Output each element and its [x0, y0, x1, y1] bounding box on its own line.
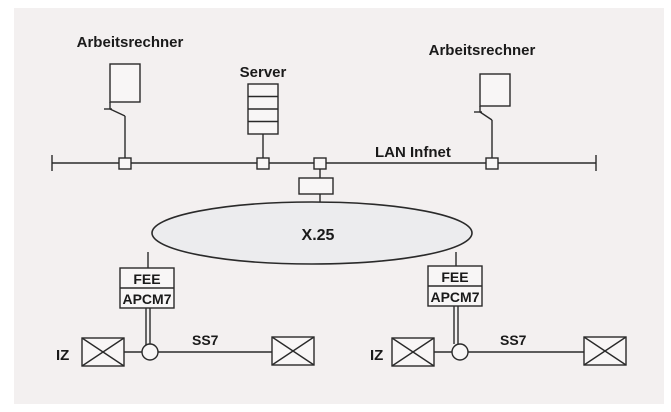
server-icon	[247, 83, 279, 135]
lan-node-left	[118, 157, 132, 170]
switch-left-a	[81, 337, 125, 367]
apcm-left-drop	[145, 308, 151, 346]
x25-network	[151, 201, 473, 265]
workstation-left-icon	[104, 63, 141, 110]
lan-label: LAN Infnet	[375, 144, 451, 161]
workstation-left-link	[109, 108, 126, 158]
switch-right-b	[583, 336, 627, 366]
lan-node-gateway	[313, 157, 327, 170]
switch-right-a	[391, 337, 435, 367]
ss7-left-label: SS7	[192, 332, 219, 348]
fee-left-label: FEE	[133, 271, 160, 287]
junction-right	[451, 343, 469, 361]
apcm-right-drop	[453, 306, 459, 344]
apcm-left-label: APCM7	[122, 291, 171, 307]
fee-apcm-left-unit	[119, 267, 175, 309]
junction-left	[141, 343, 159, 361]
switch-left-b	[271, 336, 315, 366]
apcm-right-label: APCM7	[430, 289, 479, 305]
fee-apcm-right-unit	[427, 265, 483, 307]
iz-left-label: IZ	[56, 347, 69, 364]
ss7-right-label: SS7	[500, 332, 527, 348]
gateway-device	[298, 177, 334, 195]
workstation-right-label: Arbeitsrechner	[429, 42, 536, 59]
workstation-left-label: Arbeitsrechner	[77, 34, 184, 51]
x25-label: X.25	[302, 227, 335, 244]
iz-right-label: IZ	[370, 347, 383, 364]
fee-right-label: FEE	[441, 269, 468, 285]
workstation-right-link	[479, 111, 493, 158]
lan-node-server	[256, 157, 270, 170]
server-label: Server	[240, 64, 287, 81]
workstation-right-icon	[474, 73, 511, 113]
lan-node-right	[485, 157, 499, 170]
